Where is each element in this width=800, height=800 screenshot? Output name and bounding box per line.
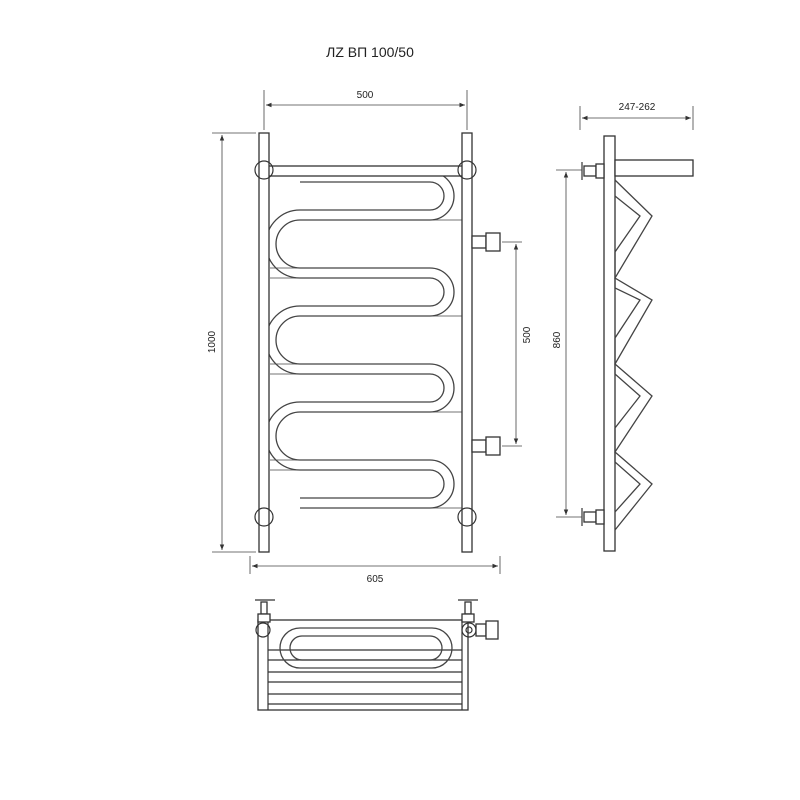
model-title: ЛZ ВП 100/50: [326, 44, 414, 60]
connection-nipple-upper: [471, 232, 501, 252]
top-view-loop: [279, 627, 453, 669]
dim-height-label: 1000: [207, 330, 218, 353]
dim-overall-label: 605: [367, 574, 384, 585]
dim-width-label: 500: [357, 90, 374, 101]
side-rail: [603, 135, 616, 552]
left-rail: [258, 132, 270, 553]
top-view-nipple: [475, 620, 499, 640]
top-view-mount-left: [255, 622, 271, 638]
right-rail: [461, 132, 473, 553]
dim-connection-label: 500: [522, 326, 533, 343]
top-view-bracket-left: [255, 599, 275, 623]
side-view: 247-262 860: [552, 102, 694, 552]
side-zigzag-inner: [614, 195, 641, 513]
side-top-bar: [614, 159, 694, 177]
serpentine-tube-outer: [275, 171, 455, 509]
serpentine-tube-inner: [265, 181, 445, 499]
mount-top-left: [254, 160, 274, 180]
side-mount-top: [581, 162, 605, 180]
front-view: 500 1000 500 605: [207, 90, 533, 585]
top-view-bracket-right: [458, 599, 478, 623]
dim-mount-label: 860: [552, 331, 563, 348]
top-view: [255, 599, 499, 711]
mount-top-right: [457, 160, 477, 180]
dim-depth-label: 247-262: [619, 102, 656, 113]
mount-bottom-left: [254, 507, 274, 527]
top-view-frame: [257, 619, 469, 711]
mount-bottom-right: [457, 507, 477, 527]
side-mount-bottom: [581, 508, 605, 526]
top-crossbar: [267, 165, 465, 177]
connection-nipple-lower: [471, 436, 501, 456]
